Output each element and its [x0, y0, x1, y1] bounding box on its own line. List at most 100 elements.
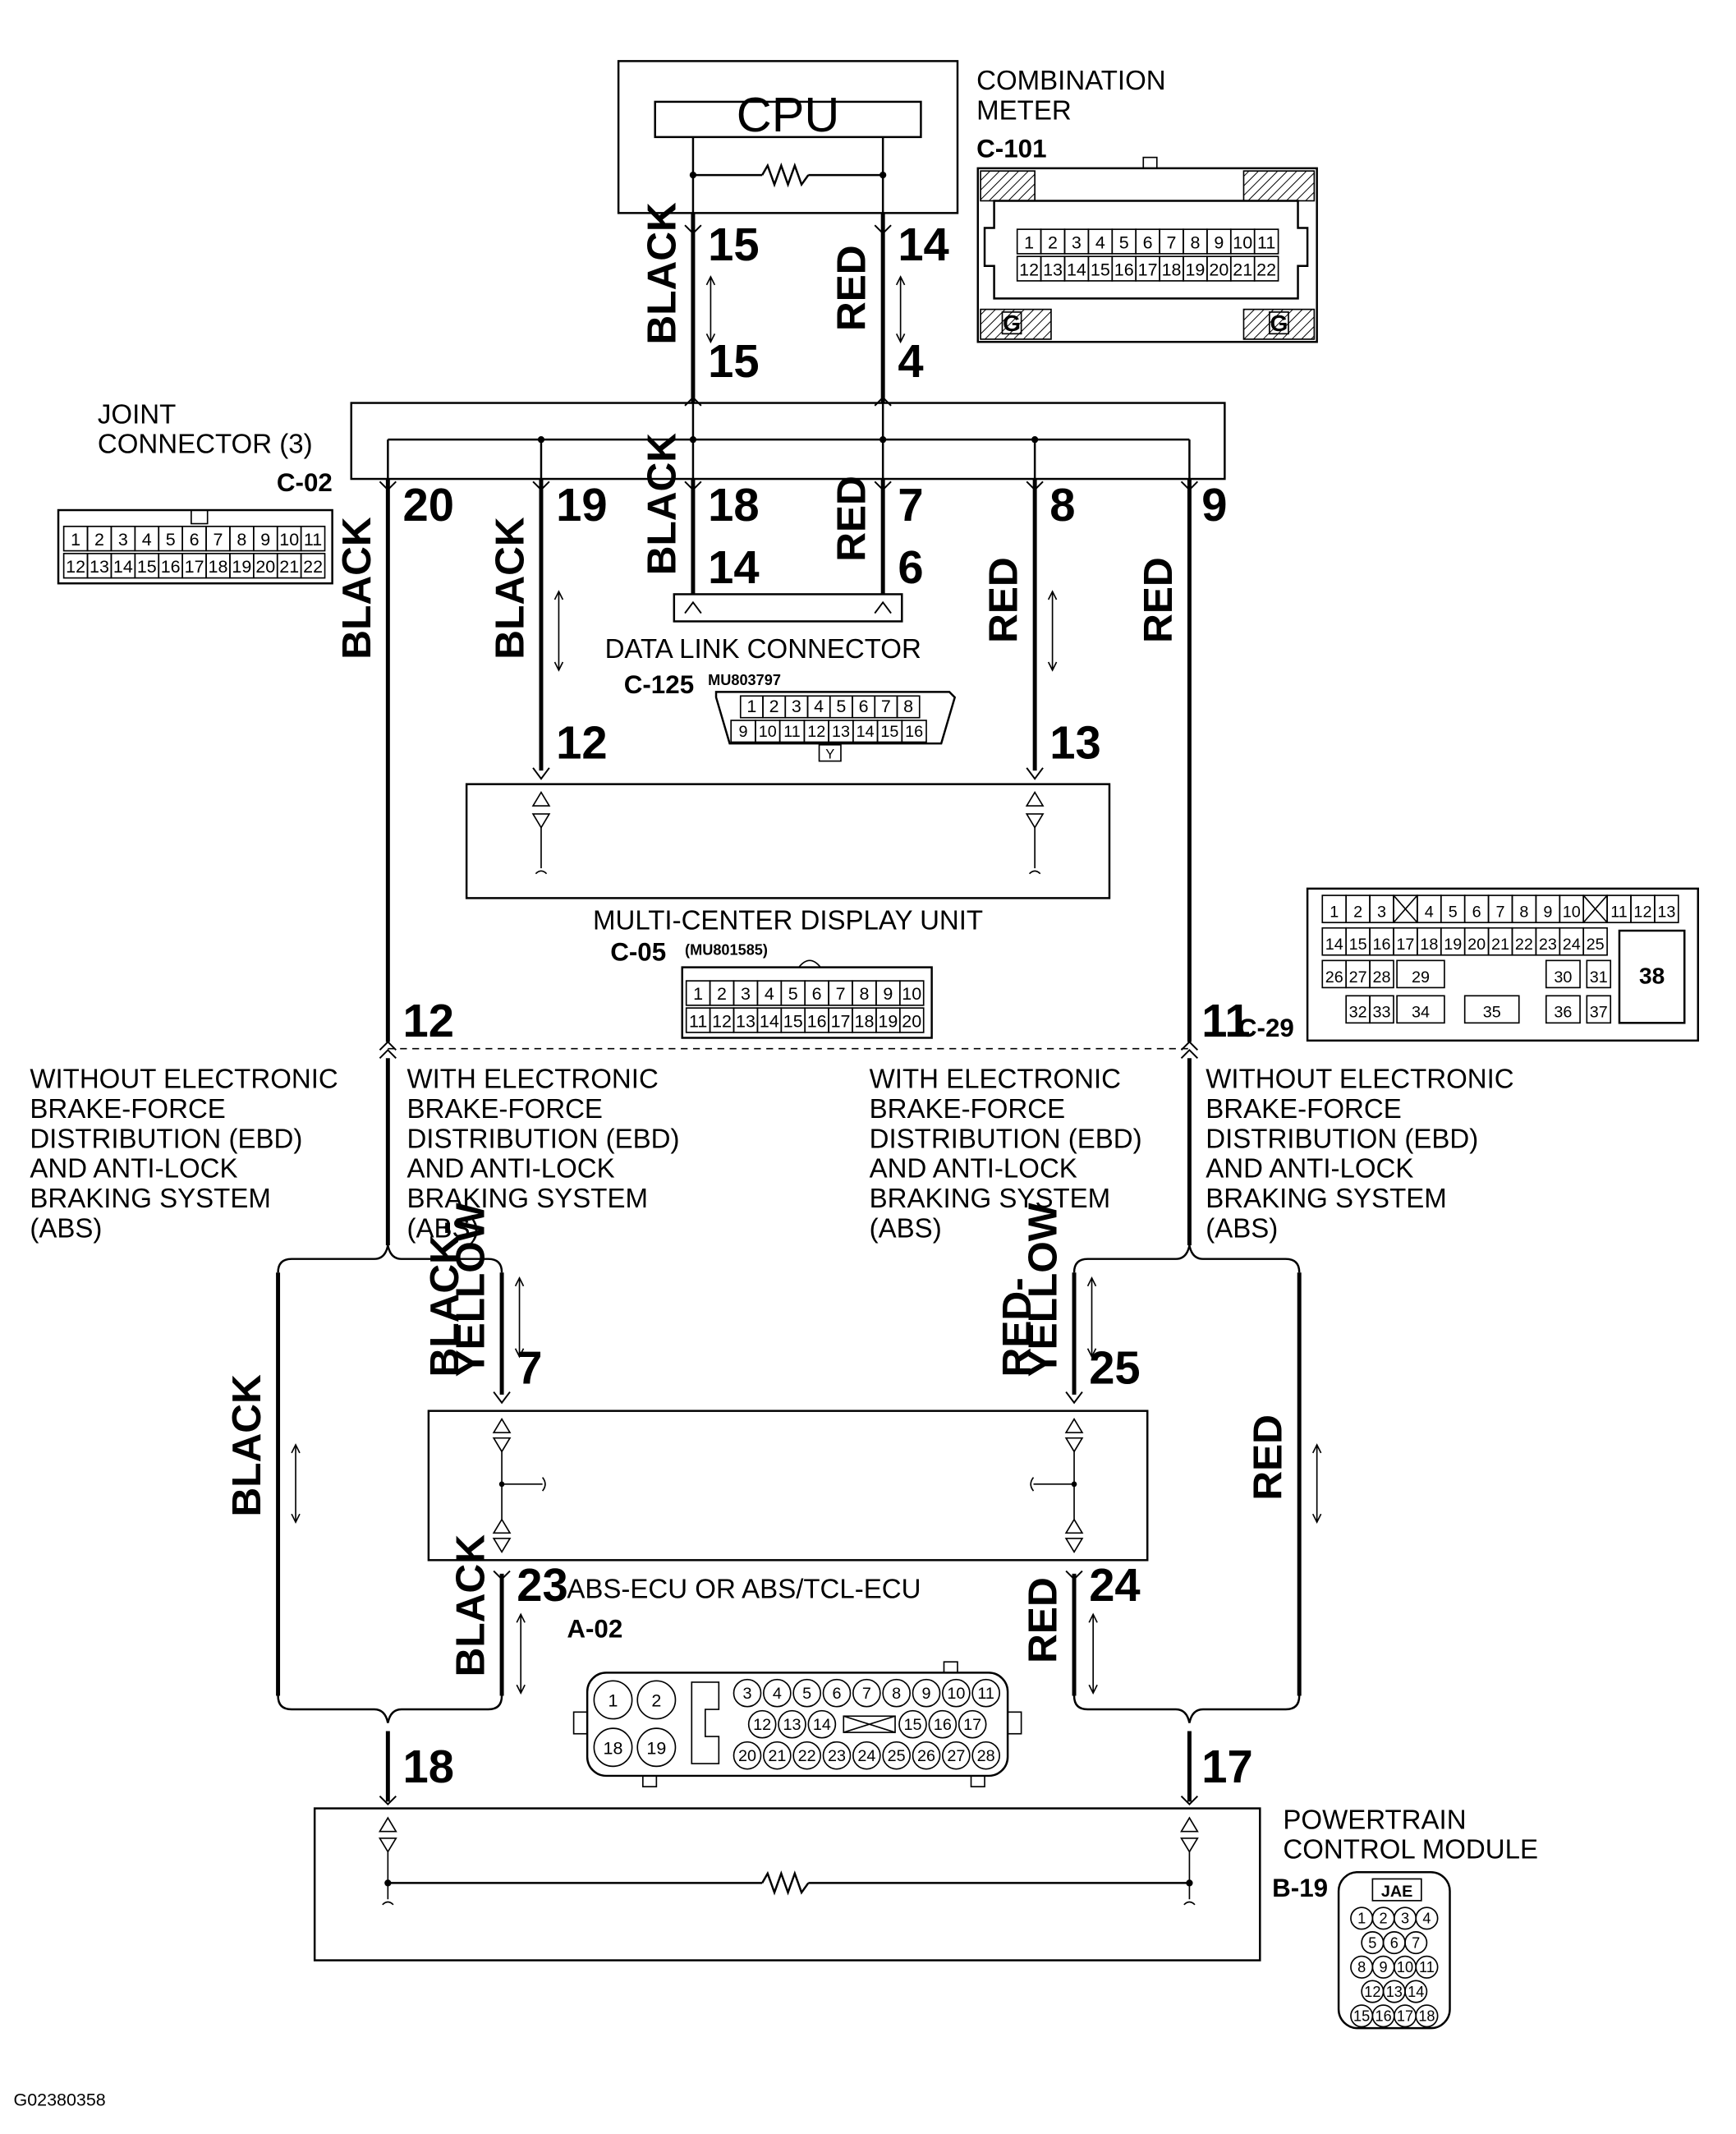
c29-pin-label: 33 [1373, 1004, 1391, 1022]
wire-label-black-23: BLACK [448, 1534, 494, 1677]
b19-pin [1404, 1931, 1428, 1955]
c29-pin-label: 17 [1396, 936, 1414, 954]
c101-pin-label: 10 [1233, 232, 1252, 252]
powertrain-control-module: POWERTRAIN CONTROL MODULE B-19 [313, 1804, 1538, 1962]
pin-c02-15: 15 [708, 335, 759, 387]
combination-meter-name-1: COMBINATION [976, 65, 1166, 95]
b19-pin [1415, 1955, 1439, 1979]
b19-header: JAE [1381, 1883, 1413, 1901]
abs-terminal-right [1030, 1417, 1084, 1554]
c05-cell [898, 980, 925, 1006]
c29-pin-label: 23 [1539, 936, 1557, 954]
combination-meter-box [617, 60, 959, 214]
c02-pin-label: 14 [113, 557, 133, 577]
dlc-pin-label: 16 [905, 723, 923, 741]
a02-pin-label: 12 [753, 1716, 771, 1734]
a02-pin-label: 13 [783, 1716, 801, 1734]
pin-c02-18: 18 [708, 479, 759, 531]
c101-pin-label: 2 [1048, 232, 1058, 252]
pcm-resistor-icon [761, 1870, 810, 1896]
pin-c101-15: 15 [708, 218, 759, 270]
c02-pin-label: 18 [209, 557, 228, 577]
c101-pin-label: 14 [1067, 260, 1086, 279]
a02-pin-label: 19 [646, 1739, 666, 1759]
branch-label-line: DISTRIBUTION (EBD) [1206, 1123, 1478, 1153]
a02-pin-label: 3 [743, 1685, 752, 1703]
branch-label-line: WITHOUT ELECTRONIC [30, 1064, 338, 1094]
a02-pin [882, 1741, 912, 1770]
c101-pin-label: 1 [1024, 232, 1034, 252]
dlc-pin-label: 12 [807, 723, 825, 741]
pin-b19-17: 17 [1201, 1741, 1252, 1792]
a02-pin-label: 8 [892, 1685, 901, 1703]
a02-pin [942, 1741, 971, 1770]
c02-pin-label: 19 [232, 557, 251, 577]
combination-meter-name-2: METER [976, 94, 1072, 125]
branch-label-line: BRAKING SYSTEM [406, 1183, 648, 1213]
branch-label-line: AND ANTI-LOCK [30, 1153, 237, 1184]
pin-c02-8: 8 [1049, 479, 1075, 531]
a02-pin [807, 1709, 837, 1739]
c05-pin-label: 17 [831, 1011, 851, 1031]
c05-pin-label: 5 [788, 984, 798, 1004]
c101-pin-label: 8 [1190, 232, 1200, 252]
b19-pin-label: 5 [1368, 1934, 1376, 1951]
c29-pin-label: 13 [1657, 904, 1675, 922]
c29-pin-label: 32 [1349, 1004, 1367, 1022]
branch-label-line: BRAKE-FORCE [30, 1093, 225, 1124]
dlc-pin-label: 3 [792, 697, 801, 716]
c05-pin-label: 10 [902, 984, 921, 1004]
dlc-pin-label: 7 [881, 697, 891, 716]
c05-pin-label: 1 [693, 984, 703, 1004]
b19-pin-label: 10 [1397, 1959, 1413, 1975]
b19-pin-label: 13 [1386, 1984, 1403, 2000]
bracket-bottom-right [1072, 1695, 1301, 1723]
abs-left-wires: BLACK BLACK- YELLOW 7 BLACK 23 [224, 1203, 568, 1696]
c29-cell [1586, 959, 1612, 989]
wire-label-red-right: RED [1246, 1414, 1291, 1501]
joint-connector-name-1: JOINT [98, 398, 176, 429]
b19-pin-label: 2 [1380, 1911, 1388, 1927]
pin-c02-4: 4 [898, 335, 923, 387]
b19-pin-label: 16 [1375, 2008, 1391, 2025]
pcm-code: B-19 [1272, 1874, 1328, 1902]
branch-label-line: DISTRIBUTION (EBD) [406, 1123, 679, 1153]
wire-label-red-24: RED [1021, 1577, 1066, 1663]
a02-pin-label: 2 [651, 1691, 661, 1711]
a02-pin [852, 1741, 881, 1770]
branch-label-line: (ABS) [406, 1212, 479, 1243]
c29-cell [1463, 995, 1520, 1024]
dlc-cell [901, 720, 927, 743]
dlc-cell [896, 695, 921, 719]
c29-pin-label: 19 [1444, 936, 1462, 954]
c02-pin-label: 13 [90, 557, 109, 577]
a02-pin [792, 1678, 822, 1708]
c29-pin-label: 6 [1472, 904, 1481, 922]
wire-label-black: BLACK [639, 202, 684, 345]
a02-pin-label: 23 [828, 1747, 846, 1765]
c101-pin-label: 13 [1043, 260, 1063, 279]
b19-pin-label: 14 [1408, 1984, 1424, 2000]
c29-pin-label: 9 [1543, 904, 1552, 922]
c29-cell [1545, 959, 1581, 989]
dlc-pin-label: 15 [880, 723, 898, 741]
combination-meter: CPU COMBINATION METER C-101 [617, 60, 1166, 218]
mcd-name: MULTI-CENTER DISPLAY UNIT [593, 904, 983, 935]
branch-label-line: WITH ELECTRONIC [870, 1064, 1121, 1094]
c02-pin-label: 9 [260, 530, 270, 550]
pin-c29-12: 12 [403, 995, 454, 1046]
a02-large-pin [636, 1727, 677, 1768]
wire-label-black-19: BLACK [488, 517, 533, 660]
c02-cell [300, 526, 326, 552]
c29-pin-label: 22 [1515, 936, 1533, 954]
pcm-name-1: POWERTRAIN [1283, 1804, 1466, 1834]
pin-c125-14: 14 [708, 541, 759, 593]
c101-pin-label: 20 [1209, 260, 1229, 279]
wire-label-black-yellow-1: BLACK- [422, 1221, 467, 1377]
branch-label-line: BRAKING SYSTEM [1206, 1183, 1447, 1213]
combination-meter-code: C-101 [976, 135, 1046, 163]
